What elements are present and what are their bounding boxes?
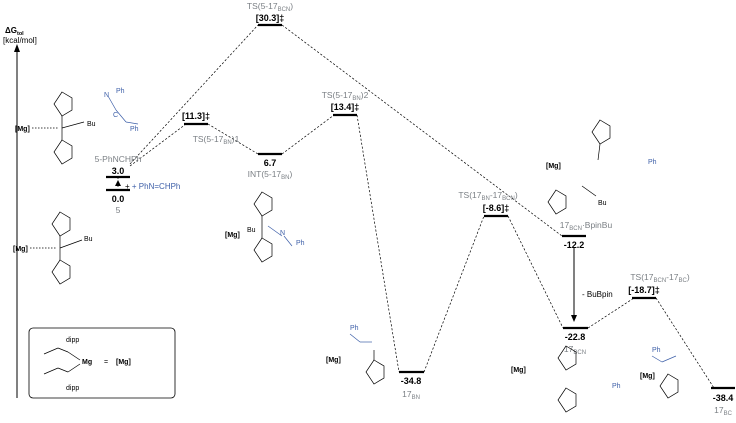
name-5-PhNCHPh: 5-PhNCHPh [95, 154, 142, 164]
axis-unit: [kcal/mol] [3, 36, 37, 45]
connector-187-384 [655, 297, 715, 389]
molecule-17bc-imine [651, 355, 677, 363]
value-ts-5-17bn-1: [11.3]‡ [182, 111, 210, 121]
loss-label: - BuBpin [582, 290, 613, 299]
mol17bcnbu-mg: [Mg] [546, 163, 561, 170]
connector-86-228 [507, 215, 564, 329]
connector-228-187 [587, 297, 635, 329]
name-ts-5-17bn-2: TS(5-17BN)2 [322, 90, 369, 102]
connector-134-348 [356, 114, 400, 373]
mol5ph-ph2: Ph [130, 126, 139, 133]
molecule-imine [107, 95, 139, 125]
loss-arrow-head [571, 315, 577, 322]
legend-molecule [43, 347, 81, 375]
name-17bcn: 17BCN [564, 344, 586, 356]
name-ts-17bcn-17bc: TS(17BCN-17BC) [630, 272, 689, 284]
molecule-17bcn [557, 345, 577, 413]
connector-3-303 [129, 24, 259, 165]
connector-67-134 [281, 114, 335, 155]
reagent-label: + + PhN=CHPh [125, 182, 180, 191]
reagent-arrow [115, 180, 121, 186]
legend-mg: [Mg] [116, 359, 131, 366]
value-ts-5-17bcn: [30.3]‡ [256, 13, 285, 23]
molecule-17bn [365, 350, 385, 385]
molecule-17bc [659, 373, 679, 399]
mol5-bu: Bu [84, 236, 93, 243]
mol17bc-ph: Ph [652, 347, 661, 354]
name-17bn: 17BN [402, 389, 420, 401]
molint-ph: Ph [296, 240, 305, 247]
name-5: 5 [116, 205, 121, 215]
molecule-5-PhNCHPh [32, 91, 85, 165]
molecule-int-imine [267, 225, 293, 247]
mol17bn-ph: Ph [350, 325, 359, 332]
mol5ph-n: N [104, 92, 109, 99]
value-17bc: -38.4 [713, 393, 734, 403]
value-int-5-17bn: 6.7 [264, 158, 277, 168]
legend-box [28, 327, 176, 399]
value-ts-17bcn-17bc: [-18.7]‡ [628, 285, 660, 295]
molecule-int [253, 191, 273, 263]
level-values: 0.0 3.0 [11.3]‡ [30.3]‡ 6.7 [13.4]‡ -34.… [112, 13, 734, 403]
value-5: 0.0 [112, 194, 125, 204]
mol17bcn-ph: Ph [612, 383, 621, 390]
value-17bcn: -22.8 [565, 332, 586, 342]
name-17bcn-bpinbu: 17BCN·BpinBu [560, 220, 613, 232]
level-names: 5 5-PhNCHPh TS(5-17BN)1 TS(5-17BCN) INT(… [95, 1, 733, 417]
connectors [117, 24, 715, 389]
value-17bcn-bpinbu: -12.2 [564, 240, 585, 250]
mol5ph-bu: Bu [87, 121, 96, 128]
molint-bu: Bu [247, 227, 256, 234]
molecule-17bn-imine [349, 333, 372, 343]
legend-eq: = [104, 359, 108, 366]
molint-mg: [Mg] [225, 232, 240, 239]
molecule-5 [30, 211, 83, 285]
level-bars [106, 23, 735, 390]
connector-303-122 [281, 24, 563, 237]
mol5ph-mg: [Mg] [15, 126, 30, 133]
energy-axis-arrow [14, 44, 20, 52]
legend-dipp-top: dipp [66, 337, 79, 344]
mol5-mg: [Mg] [13, 246, 28, 253]
connector-348-86 [423, 215, 485, 373]
value-17bn: -34.8 [401, 376, 422, 386]
value-5-PhNCHPh: 3.0 [112, 166, 125, 176]
mol5ph-ph1: Ph [116, 88, 125, 95]
connector-113-67 [207, 123, 259, 155]
molecule-17bcn-bpinbu [547, 119, 611, 215]
molint-n: N [280, 230, 285, 237]
value-ts-17bn-17bcn: [-8.6]‡ [483, 203, 510, 213]
mol17bn-mg: [Mg] [326, 357, 341, 364]
axis-title: ΔGtol [5, 26, 24, 37]
name-17bc: 17BC [714, 405, 732, 417]
legend-mg-atom: Mg [82, 359, 92, 366]
name-ts-17bn-17bcn: TS(17BN-17BCN) [458, 190, 517, 202]
legend-dipp-bottom: dipp [66, 385, 79, 392]
mol17bcnbu-bu: Bu [598, 200, 607, 207]
mol17bcn-mg: [Mg] [511, 367, 526, 374]
name-int-5-17bn: INT(5-17BN) [248, 169, 293, 181]
mol17bc-mg: [Mg] [640, 373, 655, 380]
name-ts-5-17bcn: TS(5-17BCN) [247, 1, 293, 13]
name-ts-5-17bn-1: TS(5-17BN)1 [193, 134, 240, 146]
mol17bcnbu-ph: Ph [648, 159, 657, 166]
value-ts-5-17bn-2: [13.4]‡ [331, 102, 360, 112]
mol5ph-c: C [113, 112, 118, 119]
